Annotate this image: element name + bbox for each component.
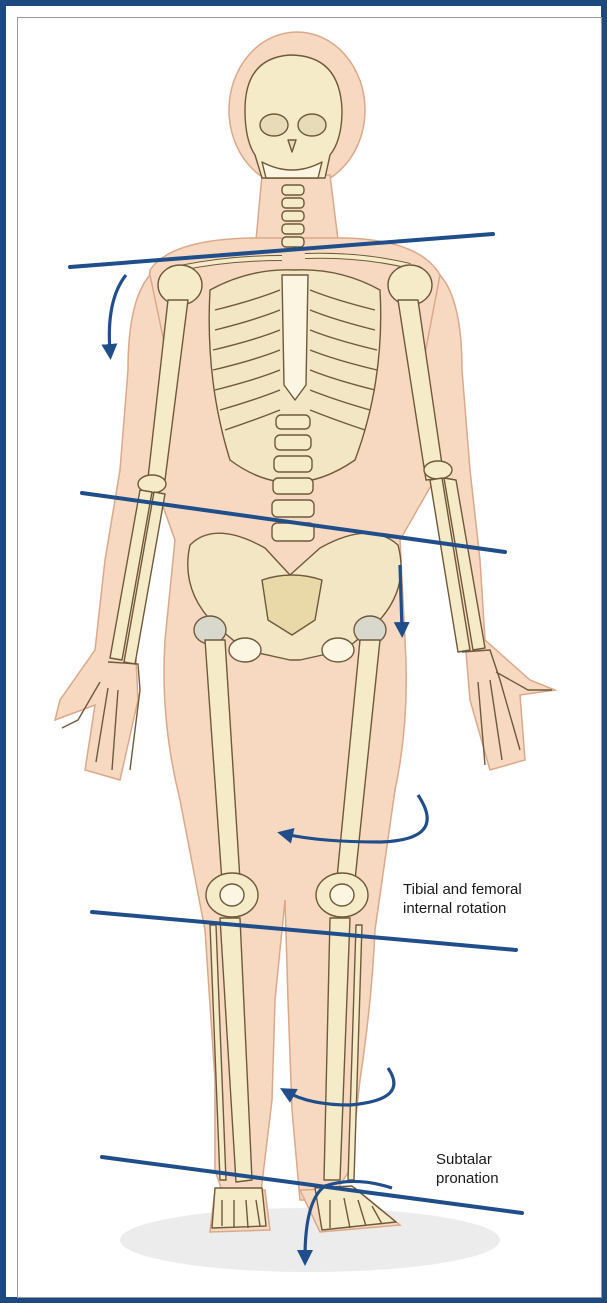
subtalar-label-line2: pronation (436, 1169, 499, 1188)
tibial-femoral-label-line1: Tibial and femoral (403, 880, 522, 899)
shoulder-drop-arrow (109, 275, 126, 352)
tibial-femoral-rotation-label: Tibial and femoral internal rotation (403, 880, 522, 918)
skull (245, 55, 342, 178)
pelvic-drop-arrow (400, 565, 402, 630)
tibial-femoral-label-line2: internal rotation (403, 899, 522, 918)
right-foot-bones (212, 1188, 266, 1228)
subtalar-pronation-label: Subtalar pronation (436, 1150, 499, 1188)
subtalar-label-line1: Subtalar (436, 1150, 499, 1169)
